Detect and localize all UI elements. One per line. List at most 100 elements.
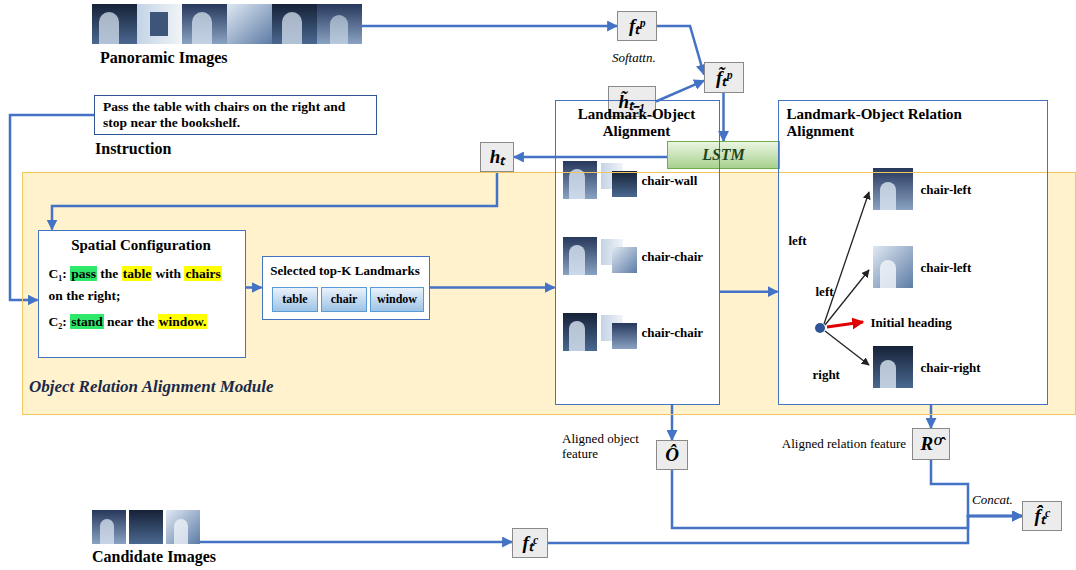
node-text: chair-left [921,182,972,198]
text-slot: Aligned relation feature [752,436,906,452]
connector [931,460,1022,516]
highlight-word: pass [70,266,97,281]
highlight-word: window. [158,314,208,329]
photo-arch [880,260,896,288]
text-slot: C₂: stand near the window. [49,311,239,333]
text-slot: Panoramic Images [100,49,228,67]
highlight-word: C₂: [49,314,67,329]
text-slot: Initial heading [871,315,952,331]
photo-arch [192,12,212,44]
photo-thumb [563,313,597,351]
photo-thumb [873,346,913,388]
connector [930,405,933,429]
photo-thumb [92,510,126,544]
text-slot: table [282,292,307,307]
text-slot: chair-left [921,182,972,198]
node-text: Panoramic Images [100,49,228,67]
connector [720,290,778,293]
node-text: hₜ [490,146,505,168]
photo-arch [880,360,896,388]
text-slot: chair-wall [642,173,698,189]
node-text: LSTM [702,146,745,164]
landmark-tag: chair [321,287,367,312]
text-slot: Spatial Configuration [39,237,244,254]
node-text: chair-left [921,260,972,276]
operation-label: Concat. [972,492,1013,508]
feature-box: hₜ [480,142,514,172]
text-slot: Instruction [95,140,171,158]
photo-thumb [166,510,200,544]
feature-caption: Aligned relation feature [752,436,906,452]
photo-thumb [873,168,913,210]
feature-caption: Aligned object feature [562,432,650,462]
node-text: chair-wall [642,173,698,189]
text-slot: window [377,292,417,307]
node-text: Selected top-K Landmarks [263,263,428,279]
node-text: left [816,284,834,300]
connector [52,172,497,230]
node-text: Spatial Configuration [39,237,244,254]
photo-thumb [612,247,637,273]
photo-arch [100,519,114,544]
node-text: table [282,292,307,307]
node-text: Instruction [95,140,171,158]
landmark-tag: window [370,287,424,312]
heading-arrow [827,322,863,327]
photo-panel [227,4,272,44]
photo-arch [569,321,585,351]
feature-box: fₜᶜ [512,528,548,558]
highlight-word: on [49,288,63,303]
text-slot: hₜ [490,146,505,168]
photo-thumb [612,171,637,197]
connector [430,286,555,289]
photo-thumb [612,323,637,349]
text-slot: Pass the table with chairs on the right … [103,99,368,131]
direction-line [825,331,869,365]
node-text: chair [331,292,358,307]
feature-box: f̃ₜᵖ [704,62,744,93]
photo-thumb [563,237,597,275]
photo-arch [174,519,188,544]
photo-panel [137,4,182,44]
photo-panel [317,4,362,44]
feature-box: fₜᵖ [617,11,657,41]
text-slot: Ô [665,444,679,466]
text-slot: Landmark-Object Relation Alignment [787,106,997,140]
image-strip: Panoramic Images [92,4,362,44]
node-text: chair-chair [642,249,704,265]
node-text: Candidate Images [92,548,216,566]
node-text: chair-chair [642,325,704,341]
node-text: f̃ₜᵖ [716,67,732,89]
connector [657,26,704,74]
text-slot: chair-chair [642,325,704,341]
text-slot: Aligned object feature [562,432,650,462]
text-slot: fₜᵖ [629,15,645,37]
photo-arch [330,15,348,44]
direction-line [824,192,869,324]
photo-panel [272,4,317,44]
agent-dot [815,323,825,333]
config-box: Spatial ConfigurationC₁: pass the table … [38,230,246,358]
connector [246,286,262,289]
feature-box: f̂̂ₜᶜ [1022,501,1062,531]
text-slot: chair-chair [642,249,704,265]
photo-arch [569,245,585,275]
text-slot: Landmark-Object Alignment [556,106,718,140]
connector [548,516,1022,543]
text-slot: Candidate Images [92,548,216,566]
highlight-word: C₁: [49,266,67,281]
node-text: fₜᶜ [522,532,537,554]
node-text: chair-right [921,360,981,376]
highlight-word: the [136,314,154,329]
node-text: C₁: pass the table with chairs on the ri… [49,263,239,308]
panel-ground [778,100,1048,405]
node-text: Ô [665,444,679,466]
image-strip: Candidate Images [92,510,200,544]
connector [200,541,512,544]
landmark-tag: table [272,287,318,312]
node-text: Rᴼ̂ [921,433,942,455]
highlight-word: near [107,314,133,329]
feature-box: Ô [656,440,688,470]
